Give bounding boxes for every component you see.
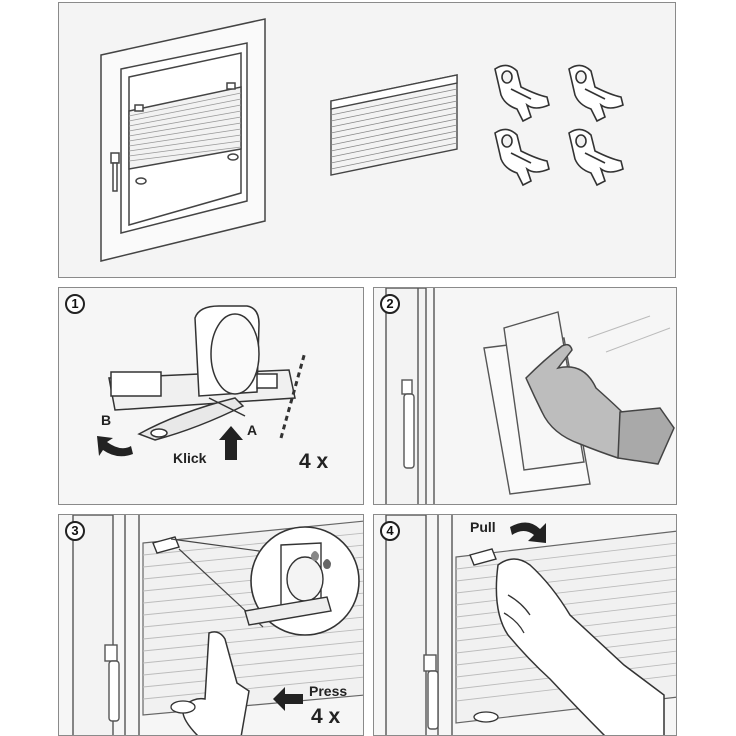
step-number-badge: 4	[380, 521, 400, 541]
step-3-press-illustration	[72, 515, 363, 735]
hand	[182, 631, 250, 735]
step-number-badge: 2	[380, 294, 400, 314]
hand	[495, 558, 665, 735]
step-1-panel: 1 B A Klick 4 x	[58, 287, 364, 505]
gloved-hand	[525, 343, 675, 465]
label-repeat-count: 4 x	[311, 705, 341, 728]
label-klick: Klick	[173, 450, 207, 466]
window-with-blind	[100, 18, 266, 262]
step-3-panel: 3	[58, 514, 364, 736]
label-press: Press	[309, 683, 348, 699]
step-4-panel: 4 Pull	[373, 514, 677, 736]
step-1-clip-illustration	[97, 305, 307, 460]
step-number-badge: 1	[65, 294, 85, 314]
detail-magnifier	[244, 526, 360, 636]
curved-arrow-icon	[510, 522, 546, 543]
label-b: B	[101, 412, 112, 428]
step-number-badge: 3	[65, 521, 85, 541]
label-a: A	[247, 422, 258, 438]
step-2-clean-illustration	[385, 288, 675, 504]
arrow-left-icon	[273, 687, 303, 711]
overview-panel	[58, 2, 676, 278]
label-pull: Pull	[470, 519, 496, 535]
label-repeat-count: 4 x	[299, 450, 329, 473]
pleated-blind-product	[330, 74, 458, 176]
overview-illustration	[100, 18, 624, 262]
step-2-panel: 2	[373, 287, 677, 505]
curved-arrow-icon	[97, 436, 133, 457]
step-4-pull-illustration	[385, 515, 676, 735]
mounting-clips	[494, 64, 624, 187]
arrow-up-icon	[219, 426, 243, 460]
